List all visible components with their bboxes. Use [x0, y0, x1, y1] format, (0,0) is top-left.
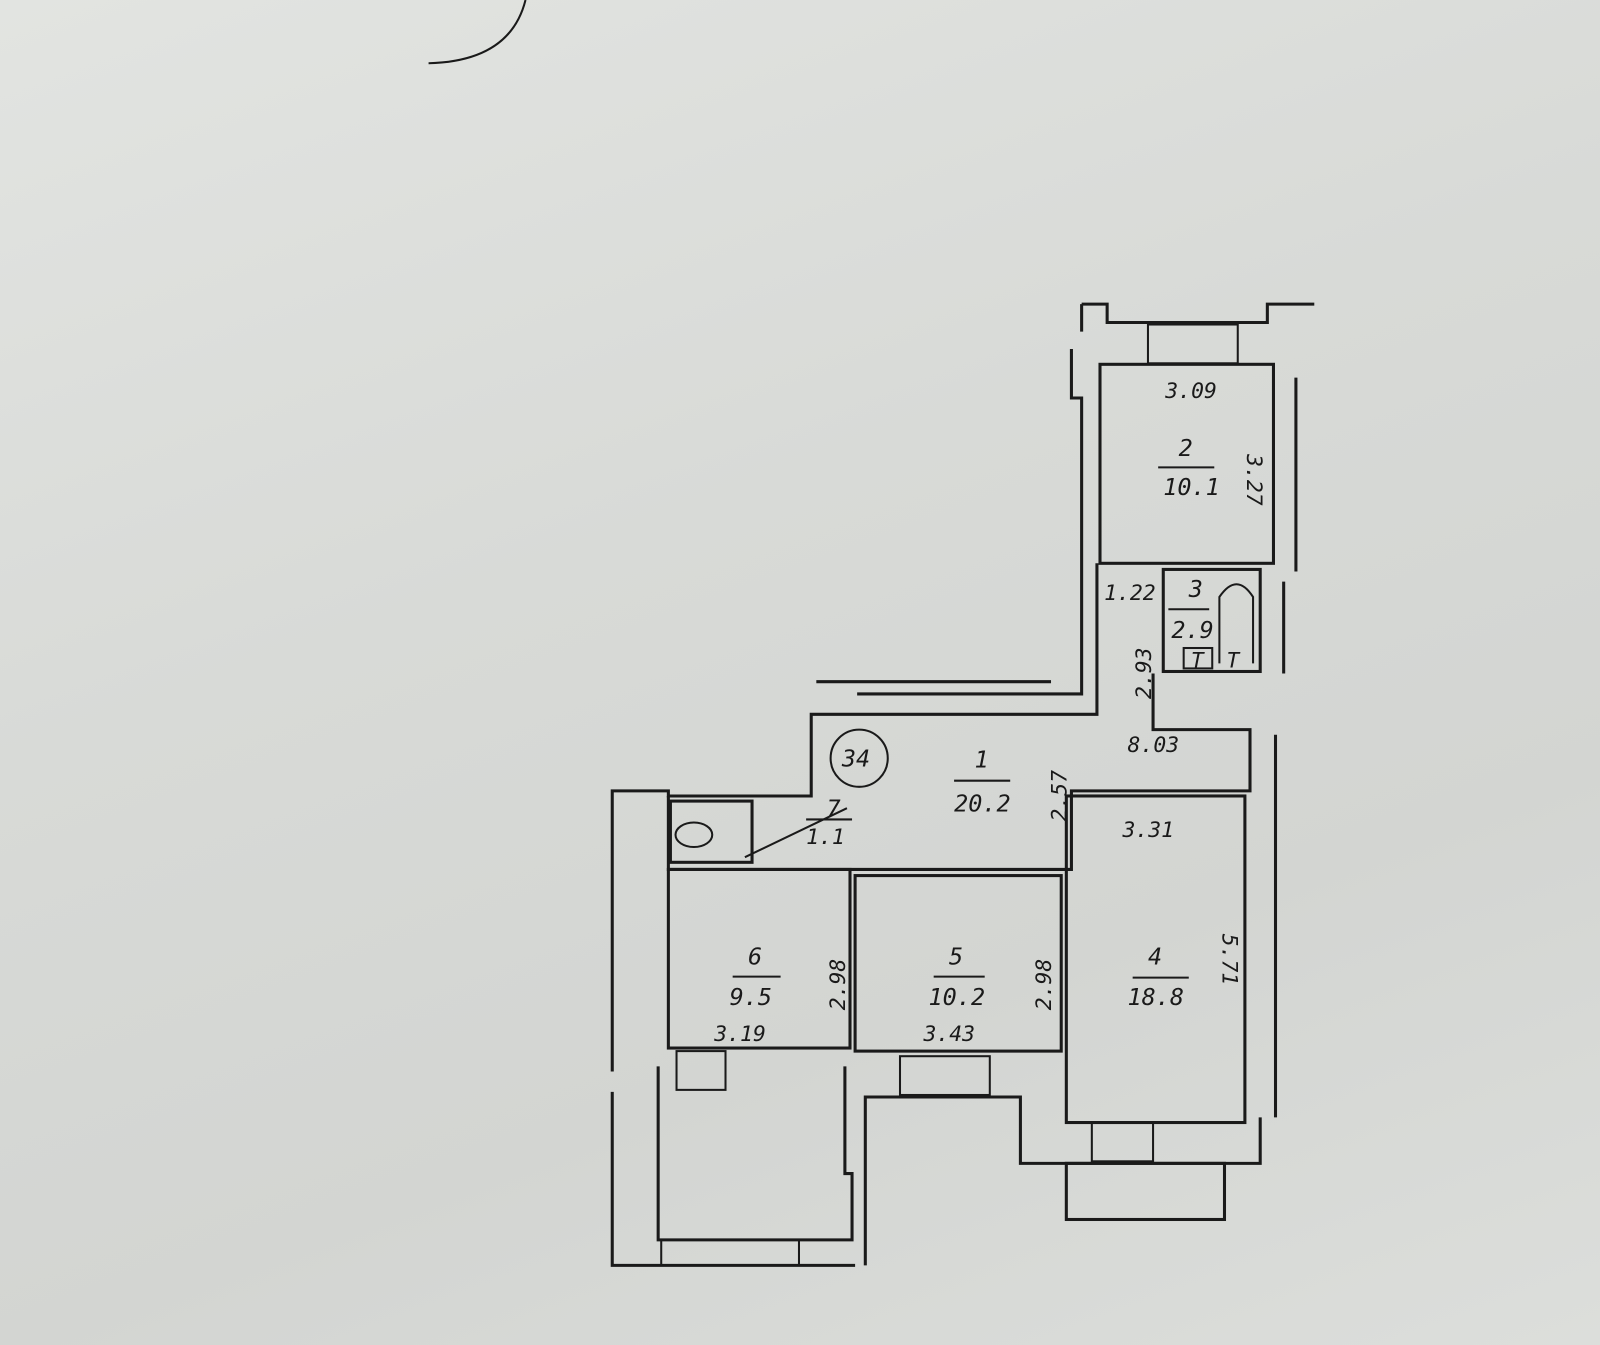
room-7: 7 1.1	[806, 794, 853, 850]
fixture-mark: T	[1227, 648, 1241, 673]
room-number: 1	[974, 745, 988, 773]
apartment-number: 34	[841, 744, 870, 772]
room-area: 9.5	[730, 983, 772, 1011]
fixture-mark: T	[1191, 648, 1205, 673]
room-area: 18.8	[1128, 983, 1185, 1011]
room-dimension: 3.31	[1121, 818, 1174, 843]
room-number: 7	[827, 794, 841, 822]
room-number: 5	[949, 942, 963, 970]
apartment-number-badge: 34	[829, 728, 889, 788]
room-2: 2 10.1 3.09 3.27	[1158, 379, 1266, 506]
room-area: 20.2	[954, 789, 1011, 817]
room-area: 1.1	[806, 825, 845, 850]
room-dimension: 2.98	[1032, 959, 1057, 1011]
room-1: 1 20.2 8.03 2.57	[954, 733, 1179, 821]
room-5: 5 10.2 3.43 2.98	[922, 942, 1057, 1047]
room-dimension: 2.57	[1047, 770, 1072, 822]
room-3: 3 2.9 1.22 2.93 T T	[1104, 575, 1240, 699]
room-dimension: 3.09	[1164, 379, 1217, 404]
walls	[610, 302, 1315, 1267]
room-number: 6	[748, 942, 762, 970]
room-dimension: 2.98	[826, 959, 851, 1011]
room-6: 6 9.5 3.19 2.98	[713, 942, 851, 1047]
room-area: 10.1	[1163, 473, 1220, 501]
room-dimension: 8.03	[1128, 733, 1180, 758]
room-number: 2	[1179, 434, 1193, 462]
room-dimension: 3.19	[713, 1022, 766, 1047]
room-number: 3	[1188, 575, 1203, 603]
room-dimension: 3.43	[922, 1022, 975, 1047]
room-number: 4	[1148, 942, 1162, 970]
paper-crease-arc	[428, 0, 527, 65]
room-dimension: 5.71	[1216, 934, 1241, 986]
room-dimension: 1.22	[1104, 581, 1156, 606]
room-area: 2.9	[1171, 616, 1213, 644]
room-dimension: 2.93	[1132, 647, 1157, 699]
room-4: 4 18.8 3.31 5.71	[1121, 818, 1241, 1011]
room-dimension: 3.27	[1241, 453, 1266, 506]
room-area: 10.2	[929, 983, 986, 1011]
